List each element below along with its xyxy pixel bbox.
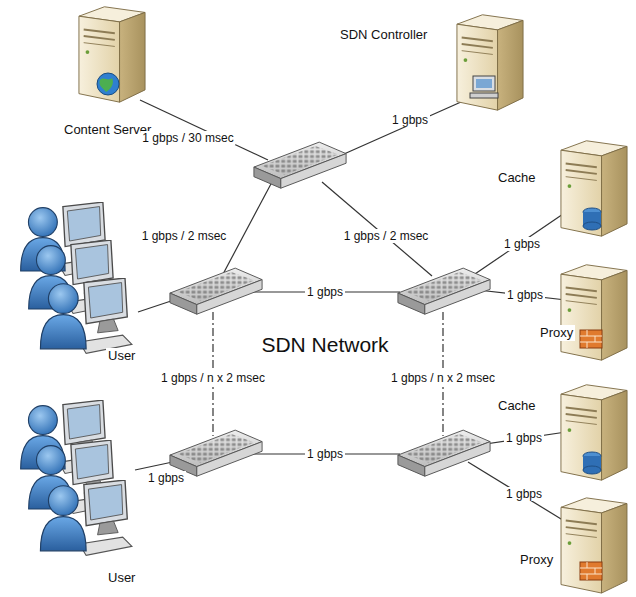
server-node: Proxy	[538, 325, 575, 341]
server-node: User	[106, 348, 137, 364]
network-name: SDN Network	[259, 333, 390, 357]
node-caption: SDN Controller	[338, 27, 429, 43]
link-label: 1 gbps	[504, 431, 544, 445]
node-caption: User	[106, 348, 137, 364]
link-label: 1 gbps / 30 msec	[140, 131, 235, 145]
server-node: SDN Controller	[338, 27, 429, 43]
link-label: 1 gbps	[505, 288, 545, 302]
server-node: User	[106, 570, 137, 586]
link-label: 1 gbps / 2 msec	[342, 229, 431, 243]
link-label: 1 gbps	[146, 471, 186, 485]
node-caption: Cache	[496, 398, 538, 414]
link-label: 1 gbps / n x 2 msec	[159, 371, 267, 385]
node-caption: Proxy	[518, 552, 555, 568]
link-label: 1 gbps	[502, 237, 542, 251]
server-node: Cache	[496, 398, 538, 414]
link-label: 1 gbps	[305, 447, 345, 461]
link-label: 1 gbps	[390, 113, 430, 127]
link-label: 1 gbps	[504, 487, 544, 501]
link-label: 1 gbps / 2 msec	[140, 229, 229, 243]
node-caption: Cache	[496, 170, 538, 186]
node-caption: Proxy	[538, 325, 575, 341]
link-label: 1 gbps	[305, 285, 345, 299]
link-label: 1 gbps / n x 2 msec	[389, 371, 497, 385]
server-node: Proxy	[518, 552, 555, 568]
node-caption: User	[106, 570, 137, 586]
server-node: Cache	[496, 170, 538, 186]
